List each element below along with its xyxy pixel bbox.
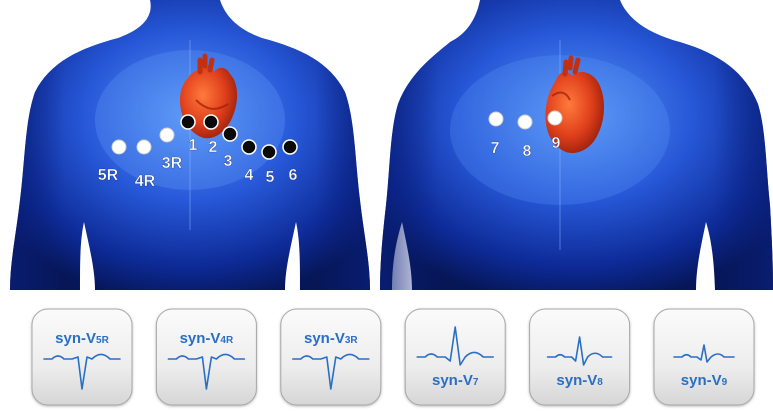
electrode-v8 (518, 115, 532, 129)
lead-card-bg (156, 309, 256, 405)
electrode-v1 (181, 115, 195, 129)
lead-card-bg (281, 309, 381, 405)
electrode-v2 (204, 115, 218, 129)
lead-card-v9[interactable]: syn-V9 (654, 309, 754, 405)
electrode-v7 (489, 112, 503, 126)
electrode-v5 (262, 145, 276, 159)
electrode-v3r (160, 128, 174, 142)
electrode-label-v9: 9 (552, 135, 561, 152)
lead-card-bg (32, 309, 132, 405)
lead-card-v5r[interactable]: syn-V5R (32, 309, 132, 405)
lead-card-v3r[interactable]: syn-V3R (281, 309, 381, 405)
electrode-label-v5r: 5R (98, 167, 119, 184)
electrode-label-v6: 6 (289, 167, 298, 184)
electrode-label-v7: 7 (491, 140, 500, 157)
electrode-v3 (223, 127, 237, 141)
electrode-v6 (283, 140, 297, 154)
electrode-label-v5: 5 (266, 169, 275, 186)
lead-card-bg (530, 309, 630, 405)
back-torso (380, 0, 773, 290)
lead-card-title: syn-V9 (681, 372, 728, 389)
electrode-label-v3: 3 (224, 153, 233, 170)
lead-card-title: syn-V7 (432, 372, 479, 389)
electrode-v4r (137, 140, 151, 154)
lead-card-v4r[interactable]: syn-V4R (156, 309, 256, 405)
electrode-label-v4r: 4R (135, 173, 156, 190)
lead-card-bg (654, 309, 754, 405)
lead-card-v8[interactable]: syn-V8 (530, 309, 630, 405)
lead-card-title: syn-V8 (556, 372, 603, 389)
electrode-label-v1: 1 (189, 137, 198, 154)
lead-cards: syn-V5Rsyn-V4R syn-V3R syn-V7 syn-V8 syn-V9 (32, 309, 754, 405)
electrode-label-v4: 4 (245, 167, 254, 184)
electrode-v4 (242, 140, 256, 154)
electrode-label-v3r: 3R (162, 155, 183, 172)
lead-card-v7[interactable]: syn-V7 (405, 309, 505, 405)
electrode-label-v2: 2 (209, 139, 218, 156)
electrode-v5r (112, 140, 126, 154)
electrode-v9 (548, 111, 562, 125)
electrode-label-v8: 8 (523, 143, 532, 160)
